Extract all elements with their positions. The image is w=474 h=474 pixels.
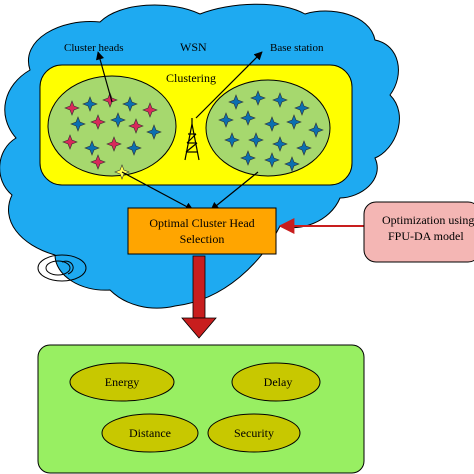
cluster-region-left bbox=[47, 75, 177, 177]
optimization-label-line1: Optimization using bbox=[382, 213, 474, 227]
sensor-node-icon bbox=[84, 140, 100, 156]
connector-arrows bbox=[95, 51, 364, 234]
cluster-region-right bbox=[205, 79, 331, 177]
cloud-tail-curl bbox=[61, 260, 74, 275]
sensor-node-icon bbox=[272, 92, 288, 108]
selection-label-line2: Selection bbox=[180, 232, 225, 246]
sensor-node-icon bbox=[142, 102, 158, 118]
metric-distance: Distance bbox=[101, 413, 199, 453]
cluster-heads-label: Cluster heads bbox=[64, 42, 124, 54]
sensor-node-icon bbox=[146, 124, 162, 140]
sensor-node-icon bbox=[294, 100, 310, 116]
selection-label-line1: Optimal Cluster Head bbox=[149, 216, 254, 230]
sensor-node-icon bbox=[240, 150, 256, 166]
sensor-node-icon bbox=[272, 136, 288, 152]
sensor-node-icon bbox=[224, 132, 240, 148]
metric-security: Security bbox=[207, 413, 301, 453]
clustering-label: Clustering bbox=[166, 71, 216, 85]
sensor-node-icon bbox=[128, 118, 144, 134]
sensor-node-icon bbox=[218, 112, 234, 128]
metrics-box bbox=[37, 344, 365, 474]
sensor-node-icon bbox=[82, 96, 98, 112]
sensor-node-icon bbox=[90, 114, 106, 130]
big-down-arrow bbox=[181, 255, 217, 339]
sensor-node-icon bbox=[102, 92, 118, 108]
sensor-node-icon bbox=[308, 122, 324, 138]
sensor-node-icon bbox=[228, 94, 244, 110]
metric-delay: Delay bbox=[231, 362, 321, 402]
sensor-node-icon bbox=[110, 112, 126, 128]
sensor-node-icon bbox=[122, 96, 138, 112]
cloud-tail-outer bbox=[37, 254, 87, 282]
sensor-node-icon bbox=[90, 154, 106, 170]
sensor-node-icon bbox=[62, 134, 78, 150]
sensor-node-icon bbox=[70, 116, 86, 132]
cluster-right-nodes bbox=[218, 90, 324, 172]
sensor-node-icon bbox=[106, 136, 122, 152]
sensor-node-icon bbox=[126, 140, 142, 156]
cloud-tail-inner bbox=[45, 260, 71, 276]
metric-energy-label: Energy bbox=[105, 375, 139, 389]
sensor-node-icon bbox=[264, 152, 280, 168]
base-station-label: Base station bbox=[270, 42, 324, 54]
sensor-node-icon bbox=[286, 114, 302, 130]
wsn-label: WSN bbox=[180, 40, 207, 54]
selection-box bbox=[127, 207, 277, 255]
base-station-tower-icon bbox=[184, 118, 200, 161]
metric-distance-label: Distance bbox=[129, 426, 171, 440]
optimization-box bbox=[363, 201, 474, 263]
arrow-right-cluster-to-selection bbox=[210, 171, 259, 211]
sensor-node-icon bbox=[240, 110, 256, 126]
sensor-node-icon bbox=[250, 90, 266, 106]
optimization-label-line2: FPU-DA model bbox=[388, 229, 464, 243]
sensor-node-icon bbox=[64, 100, 80, 116]
metric-energy: Energy bbox=[69, 362, 175, 402]
sensor-node-icon bbox=[284, 156, 300, 172]
sensor-node-icon bbox=[296, 140, 312, 156]
metric-delay-label: Delay bbox=[264, 375, 293, 389]
sensor-node-icon bbox=[264, 116, 280, 132]
metric-security-label: Security bbox=[234, 426, 274, 440]
arrow-left-cluster-to-selection bbox=[121, 171, 194, 211]
arrow-base-station bbox=[195, 51, 263, 119]
sensor-node-icon bbox=[248, 132, 264, 148]
arrow-cluster-heads bbox=[95, 51, 113, 103]
